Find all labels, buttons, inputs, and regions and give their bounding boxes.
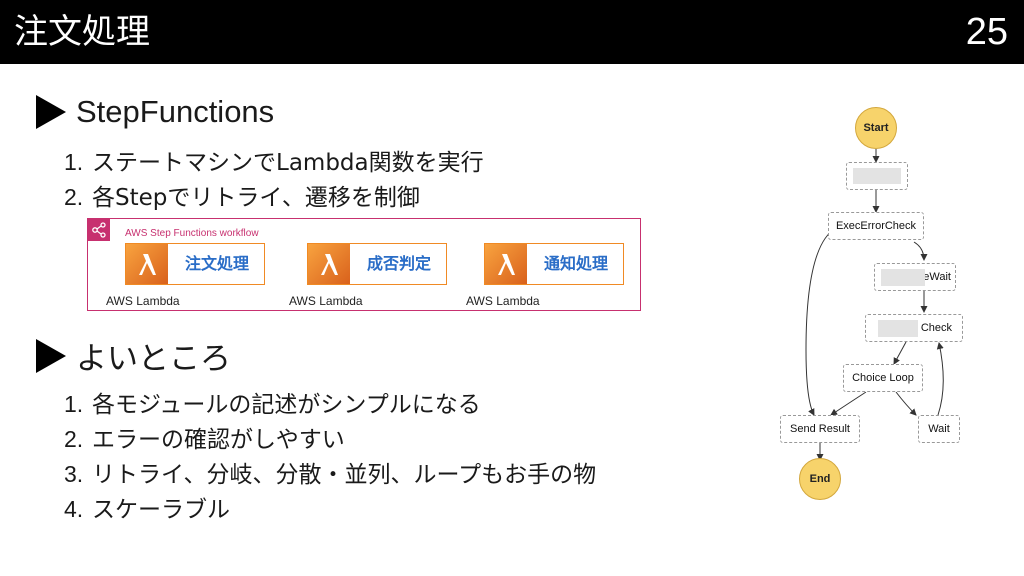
task-order-processing: 注文処理 — [125, 243, 265, 285]
lambda-icon — [485, 244, 527, 284]
exec-error-check-state: ExecErrorCheck — [828, 212, 924, 240]
lambda-icon — [126, 244, 168, 284]
step-functions-workflow: AWS Step Functions workflow 注文処理 成否判定 通知… — [87, 218, 641, 311]
send-result-state: Send Result — [780, 415, 860, 443]
end-state: End — [799, 458, 841, 500]
list-item: 1.各モジュールの記述がシンプルになる — [64, 391, 481, 418]
task-label: 注文処理 — [184, 254, 249, 273]
title-bar: 注文処理 25 — [0, 0, 1024, 64]
task-label: 通知処理 — [543, 254, 608, 273]
bullet-triangle-icon — [36, 338, 66, 373]
step-functions-icon — [88, 219, 110, 241]
task-label: 成否判定 — [366, 254, 431, 273]
list-item: 1.ステートマシンでLambda関数を実行 — [64, 149, 484, 176]
wait-loop-state: Wait — [918, 415, 960, 443]
service-label: AWS Lambda — [289, 294, 363, 308]
redaction-block — [853, 168, 901, 184]
benefits-list: 1.各モジュールの記述がシンプルになる 2.エラーの確認がしやすい 3.リトライ… — [64, 387, 596, 527]
state-machine-edges — [805, 149, 944, 461]
service-label: AWS Lambda — [106, 294, 180, 308]
service-label: AWS Lambda — [466, 294, 540, 308]
section-stepfunctions: StepFunctions — [36, 94, 274, 130]
stepfunctions-list: 1.ステートマシンでLambda関数を実行 2.各Stepでリトライ、遷移を制御 — [64, 145, 484, 215]
slide-title: 注文処理 — [14, 12, 150, 52]
check-state: Check — [865, 314, 963, 342]
bullet-triangle-icon — [36, 95, 66, 129]
task-notification: 通知処理 — [484, 243, 624, 285]
list-item: 3.リトライ、分岐、分散・並列、ループもお手の物 — [64, 461, 597, 488]
lambda-icon — [308, 244, 350, 284]
redaction-block — [881, 269, 925, 286]
section-title: StepFunctions — [76, 94, 275, 129]
task-success-judgement: 成否判定 — [307, 243, 447, 285]
choice-loop-state: Choice Loop — [843, 364, 923, 392]
list-item: 2.エラーの確認がしやすい — [64, 426, 345, 453]
workflow-label: AWS Step Functions workflow — [125, 228, 259, 239]
section-benefits: よいところ — [36, 333, 231, 378]
start-state: Start — [855, 107, 897, 149]
wait-state: eWait — [874, 263, 956, 291]
redaction-block — [878, 320, 918, 337]
list-item: 4.スケーラブル — [64, 496, 230, 523]
masked-state — [846, 162, 908, 190]
section-title: よいところ — [76, 341, 231, 377]
page-number: 25 — [965, 11, 1008, 53]
list-item: 2.各Stepでリトライ、遷移を制御 — [64, 184, 420, 211]
